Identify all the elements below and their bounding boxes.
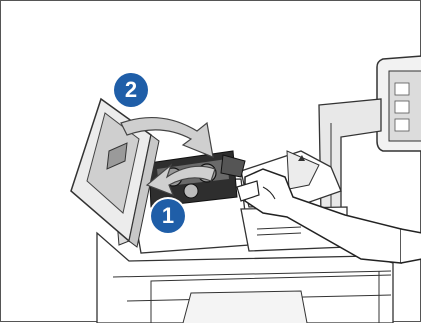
control-panel-arm [319, 99, 381, 215]
step-badge-1: 1 [151, 199, 185, 233]
step-number-1: 1 [162, 203, 174, 229]
step-badge-2: 2 [114, 73, 148, 107]
control-panel-screen [377, 56, 421, 151]
step-number-2: 2 [125, 77, 137, 103]
